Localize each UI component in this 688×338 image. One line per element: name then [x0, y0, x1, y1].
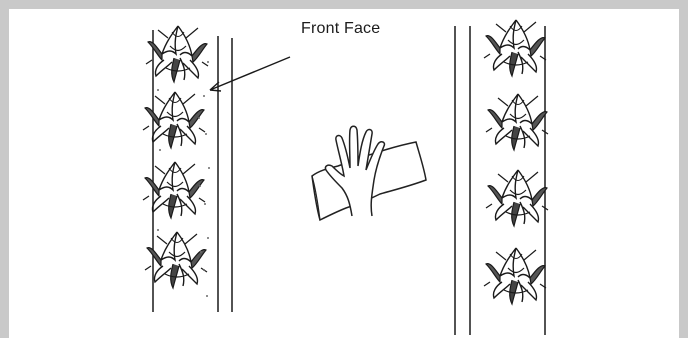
grain-dots [157, 61, 210, 297]
right-edge-lines [455, 26, 545, 335]
arrow-icon [210, 57, 290, 91]
right-leaf-border [484, 20, 548, 304]
front-face-label: Front Face [301, 20, 380, 38]
